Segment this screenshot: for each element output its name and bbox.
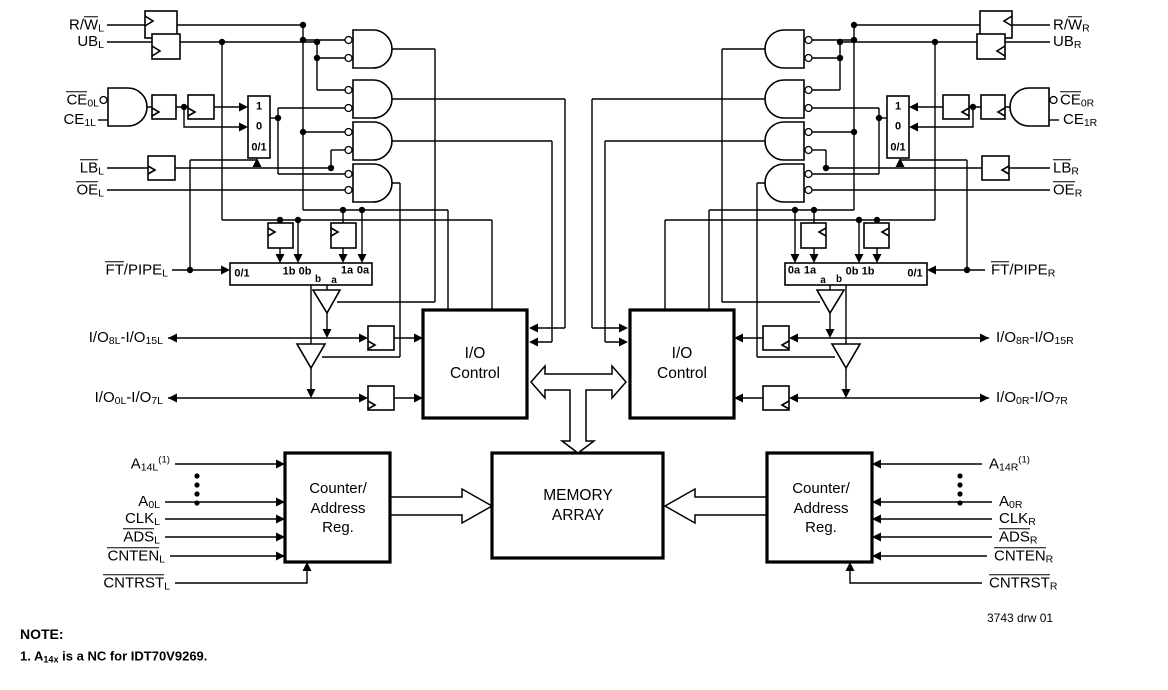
signal-cnten-r: CNTENR [994,547,1054,566]
signal-ce1-r: CE1R [1063,110,1098,129]
note-heading: NOTE: [20,626,64,642]
pipe-mux-1b-label-l: 1b [282,265,296,278]
signal-ub-l: UBL [77,32,104,51]
pipe-mux-0b-label-l: 0b [298,265,312,278]
memory-array-label: MEMORY ARRAY [543,486,613,524]
signal-cntrst-l: CNTRSTL [103,574,170,593]
pipe-mux-b-out-label-r: b [835,274,843,285]
ce-mux-in1-label-l: 1 [255,100,263,113]
counter-right-label: Counter/ Address Reg. [792,479,850,536]
pipe-mux-sel-label-l: 0/1 [234,267,250,280]
drawing-number: 3743 drw 01 [987,611,1054,625]
signal-lb-r: LBR [1053,159,1079,178]
pipe-mux-0a-label-l: 0a [356,264,370,277]
signal-a0-r: A0R [999,492,1023,511]
pipe-mux-0b-label-r: 0b [845,265,859,278]
signal-io-hi-l: I/O8L-I/O15L [88,328,163,347]
signal-ads-r: ADSR [999,528,1038,547]
note-line-1: 1. A14x is a NC for IDT70V9269. [20,648,208,665]
center-data-bus-arrow [530,364,627,454]
io-control-left-label: I/O Control [450,344,500,382]
signal-lb-l: LBL [79,159,104,178]
counter-left-label: Counter/ Address Reg. [309,479,367,536]
signal-ub-r: UBR [1053,32,1082,51]
signal-ce0-l: CE0L [66,91,99,110]
signal-ads-l: ADSL [123,528,160,547]
pipe-mux-1a-label-l: 1a [340,264,354,277]
pipe-mux-1b-label-r: 1b [861,265,875,278]
signal-cntrst-r: CNTRSTR [989,574,1058,593]
memory-array-block [490,451,665,560]
signal-a14-l: A14L(1) [130,454,170,474]
io-control-right-label: I/O Control [657,344,707,382]
signal-rw-r: R/WR [1053,16,1090,35]
signal-ce0-r: CE0R [1060,91,1095,110]
signal-oe-r: OER [1053,181,1083,200]
signal-io-hi-r: I/O8R-I/O15R [996,328,1074,347]
ce-mux-in1-label-r: 1 [894,100,902,113]
signal-io-lo-r: I/O0R-I/O7R [996,388,1068,407]
ce-mux-sel-label-r: 0/1 [890,141,906,154]
signal-io-lo-l: I/O0L-I/O7L [94,388,163,407]
pipe-mux-a-out-label-r: a [820,275,826,286]
signal-a14-r: A14R(1) [989,454,1031,474]
signal-cnten-l: CNTENL [107,547,165,566]
signal-clk-r: CLKR [999,509,1036,528]
signal-clk-l: CLKL [124,509,160,528]
signal-ce1-l: CE1L [63,110,96,129]
signal-rw-l: R/WL [68,16,104,35]
ce-mux-in0-label-r: 0 [894,120,902,133]
pipe-mux-b-out-label-l: b [314,274,322,285]
ce-mux-in0-label-l: 0 [255,120,263,133]
pipe-mux-1a-label-r: 1a [803,264,817,277]
pipe-mux-0a-label-r: 0a [787,264,801,277]
signal-ftpipe-r: FT/PIPER [991,261,1056,280]
signal-oe-l: OEL [76,181,104,200]
signal-ftpipe-l: FT/PIPEL [105,261,168,280]
ce-mux-sel-label-l: 0/1 [251,141,267,154]
pipe-mux-a-out-label-l: a [331,275,337,286]
signal-a0-l: A0L [138,492,160,511]
pipe-mux-sel-label-r: 0/1 [907,267,923,280]
